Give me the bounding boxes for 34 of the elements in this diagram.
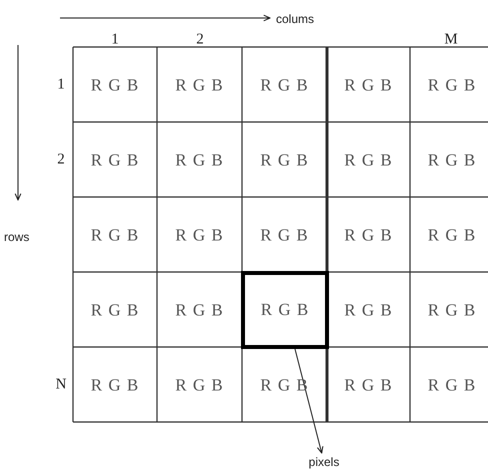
leader-line [294,348,324,454]
channel-letters: R G B [90,376,140,393]
column-number: 2 [196,32,204,48]
column-number: 1 [111,32,119,48]
channel-letters: R G B [175,76,224,93]
row-number: N [56,377,66,392]
channel-letters: R G B [260,226,309,243]
channel-letters: R G B [175,376,224,393]
row-number: 1 [57,77,65,92]
highlighted-pixel: R G B [241,271,329,349]
channel-letters: R G B [428,76,476,93]
channel-letters: R G B [344,76,393,93]
channel-letters: R G B [260,151,309,168]
pixels-label: pixels [300,453,348,471]
axis-label: rows [4,231,30,243]
channel-letters: R G B [175,301,224,318]
channel-letters: R G B [175,151,224,168]
channel-letters: R G B [344,376,393,393]
channel-letters: R G B [90,226,140,243]
channel-letters: R G B [344,301,393,318]
channel-letters: R G B [90,301,140,318]
channel-letters: R G B [260,76,309,93]
channel-letters: R G B [344,151,393,168]
channel-letters: R G B [428,226,476,243]
channel-letters: R G B [90,76,140,93]
channel-letters: R G B [344,226,393,243]
row-number: 2 [57,152,65,167]
channel-letters: R G B [175,226,224,243]
channel-letters: R G B [90,151,140,168]
axis-label: colums [276,13,314,25]
column-number: M [444,32,458,48]
channel-letters: R G B [428,151,476,168]
channel-letters: R G B [428,376,476,393]
channel-letters: R G B [428,301,476,318]
